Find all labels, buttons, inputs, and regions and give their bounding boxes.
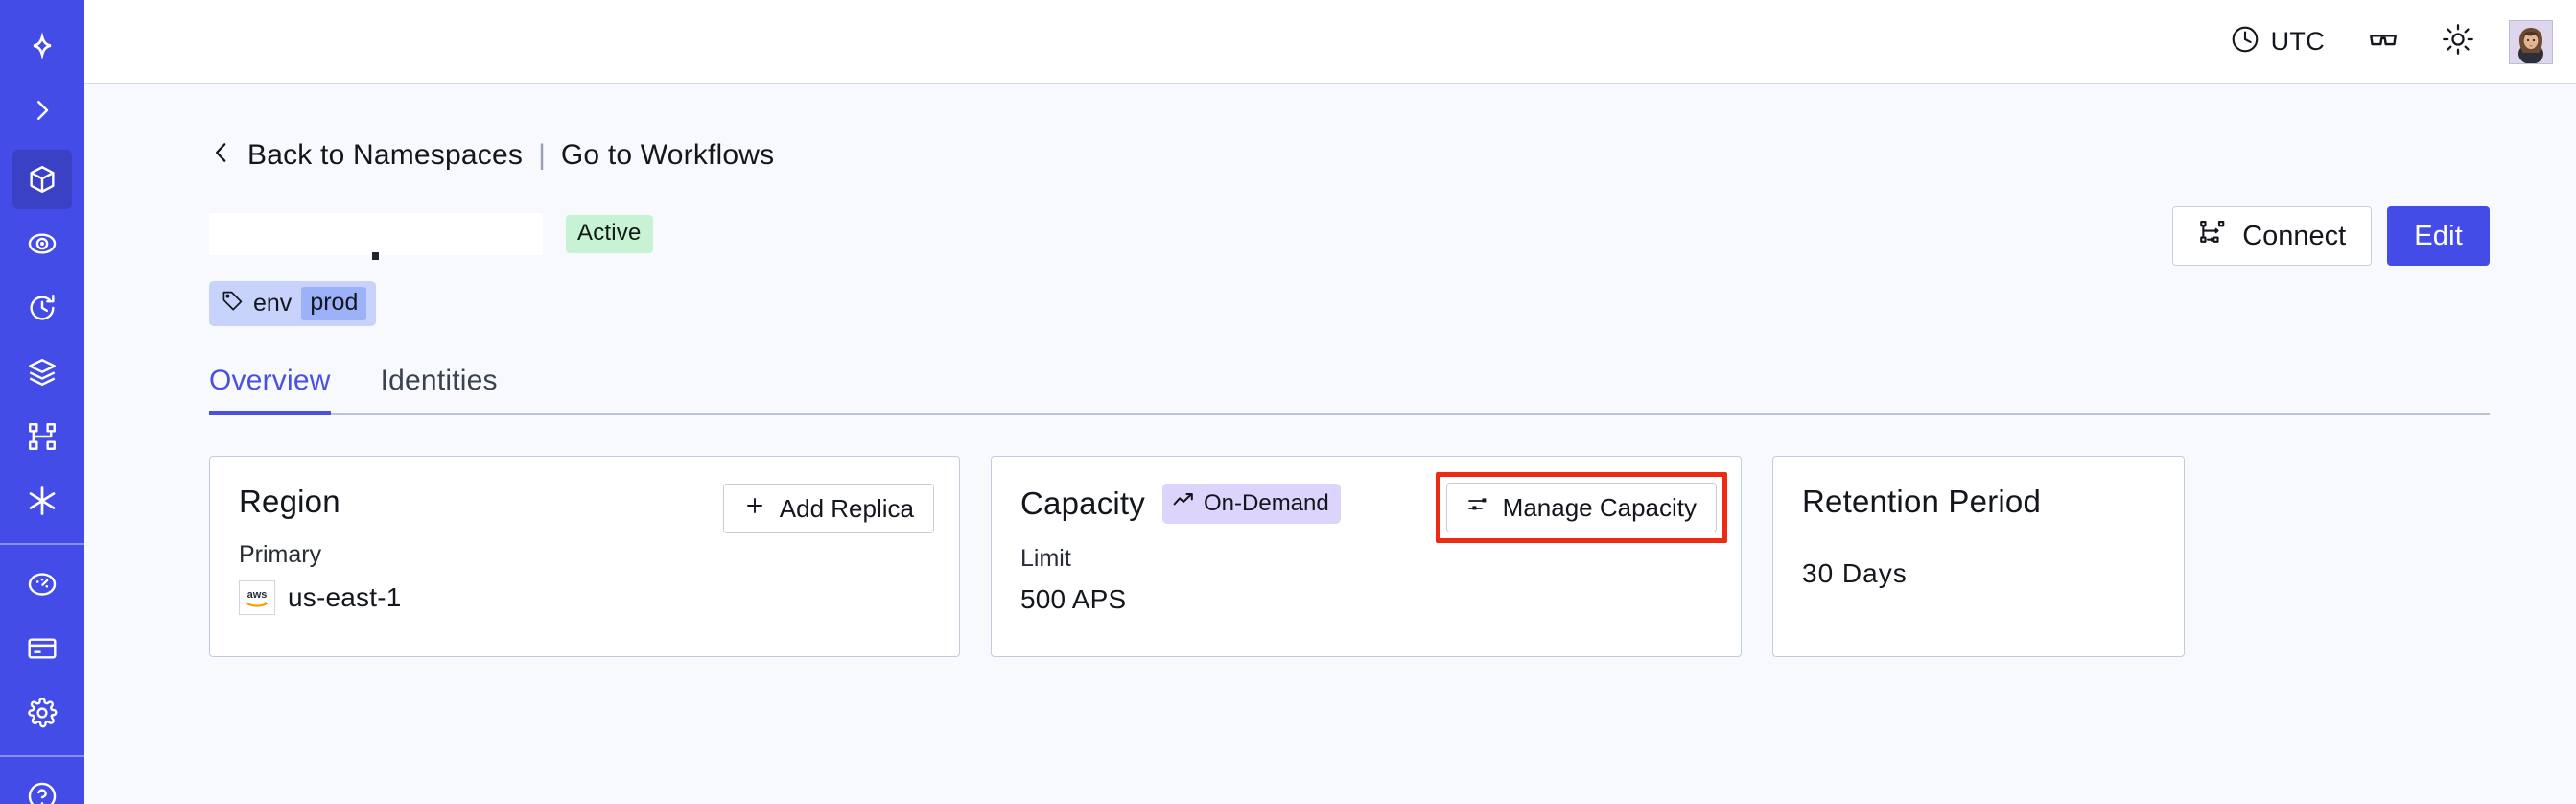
theme-toggle-button[interactable] — [2421, 15, 2495, 69]
sidebar-item-logo[interactable] — [12, 13, 72, 79]
timezone-selector[interactable]: UTC — [2209, 15, 2346, 69]
avatar[interactable] — [2509, 19, 2553, 64]
region-card: Region Add Replica Primary — [209, 456, 960, 657]
connect-button[interactable]: Connect — [2172, 206, 2373, 266]
sidebar-item-namespaces[interactable] — [12, 150, 72, 209]
main-area: UTC — [84, 0, 2576, 804]
capacity-card: Capacity On-Demand — [991, 456, 1742, 657]
content-area: Back to Namespaces | Go to Workflows Act… — [84, 84, 2576, 804]
glasses-icon — [2367, 23, 2400, 60]
breadcrumb-workflows-link[interactable]: Go to Workflows — [560, 138, 775, 171]
namespace-header: Active — [209, 206, 2490, 266]
retention-card-head: Retention Period — [1802, 484, 2155, 520]
overview-cards: Region Add Replica Primary — [209, 456, 2490, 657]
sidebar-item-usage[interactable] — [12, 555, 72, 614]
capacity-card-head: Capacity On-Demand — [1020, 484, 1712, 524]
sidebar-item-workflows[interactable] — [12, 407, 72, 466]
capacity-mode-label: On-Demand — [1204, 489, 1329, 516]
tag-value: prod — [301, 287, 367, 320]
breadcrumb-back-label[interactable]: Back to Namespaces — [247, 138, 524, 171]
sidebar-divider-1 — [0, 543, 84, 545]
tab-identities[interactable]: Identities — [380, 365, 498, 396]
flow-branch-icon — [26, 420, 59, 453]
retention-card-title: Retention Period — [1802, 484, 2042, 519]
page-title — [209, 213, 543, 255]
top-bar: UTC — [84, 0, 2576, 84]
tag-key: env — [253, 290, 293, 317]
chevron-right-icon — [28, 96, 57, 125]
capacity-mode-badge: On-Demand — [1162, 484, 1341, 524]
sun-icon — [2442, 23, 2474, 60]
title-redaction-mark — [372, 252, 379, 260]
namespace-tag[interactable]: env prod — [209, 281, 377, 326]
clock-icon — [2230, 24, 2260, 59]
region-value: us-east-1 — [288, 582, 402, 612]
tab-bar: Overview Identities — [209, 365, 2490, 415]
capacity-card-title: Capacity — [1020, 485, 1145, 521]
add-replica-button[interactable]: Add Replica — [722, 484, 934, 533]
trending-up-icon — [1172, 488, 1195, 518]
gear-icon — [26, 697, 59, 729]
sidebar-item-nexus[interactable] — [12, 471, 72, 531]
sidebar-item-help[interactable] — [12, 767, 72, 804]
sidebar-divider-2 — [0, 755, 84, 757]
capacity-value: 500 APS — [1020, 584, 1127, 614]
sidebar-item-billing[interactable] — [12, 619, 72, 678]
eye-spiral-icon — [26, 227, 59, 260]
asterisk-icon — [25, 484, 59, 518]
connect-flow-icon — [2198, 218, 2227, 254]
capacity-sublabel: Limit — [1020, 545, 1071, 572]
credit-card-icon — [26, 632, 59, 665]
tag-icon — [221, 290, 244, 318]
help-circle-icon — [26, 780, 59, 804]
cube-icon — [26, 163, 59, 196]
edit-button-label: Edit — [2414, 220, 2463, 251]
layers-icon — [26, 356, 59, 389]
capacity-value-row: 500 APS — [1020, 584, 1712, 615]
temporal-star-logo-icon — [24, 28, 60, 64]
breadcrumb-separator: | — [538, 138, 546, 171]
connect-button-label: Connect — [2242, 220, 2347, 251]
add-replica-label: Add Replica — [779, 493, 914, 523]
tab-overview[interactable]: Overview — [209, 365, 356, 415]
sidebar — [0, 0, 84, 804]
region-value-row: aws us-east-1 — [239, 580, 930, 615]
status-badge: Active — [566, 215, 653, 253]
svg-text:aws: aws — [247, 589, 268, 601]
region-card-title: Region — [239, 484, 340, 519]
plus-icon — [743, 494, 766, 524]
region-sublabel: Primary — [239, 541, 322, 568]
sidebar-item-observability[interactable] — [12, 214, 72, 273]
sidebar-item-schedules[interactable] — [12, 278, 72, 338]
timezone-label: UTC — [2270, 27, 2325, 56]
chevron-left-icon — [209, 138, 234, 172]
tag-row: env prod — [209, 281, 2490, 326]
retention-card: Retention Period 30 Days — [1772, 456, 2185, 657]
header-actions: Connect Edit — [2172, 206, 2490, 266]
aws-logo-icon: aws — [239, 580, 275, 615]
edit-button[interactable]: Edit — [2387, 206, 2490, 266]
region-card-head: Region — [239, 484, 930, 520]
sidebar-expand-button[interactable] — [12, 79, 72, 142]
gauge-icon — [26, 568, 59, 601]
glasses-button[interactable] — [2346, 15, 2421, 69]
user-avatar-image — [2510, 20, 2552, 63]
sidebar-item-batch-operations[interactable] — [12, 343, 72, 402]
retention-value: 30 Days — [1802, 558, 1908, 588]
breadcrumb[interactable]: Back to Namespaces | Go to Workflows — [209, 138, 774, 172]
clock-rewind-icon — [26, 292, 59, 324]
sidebar-item-settings[interactable] — [12, 683, 72, 743]
